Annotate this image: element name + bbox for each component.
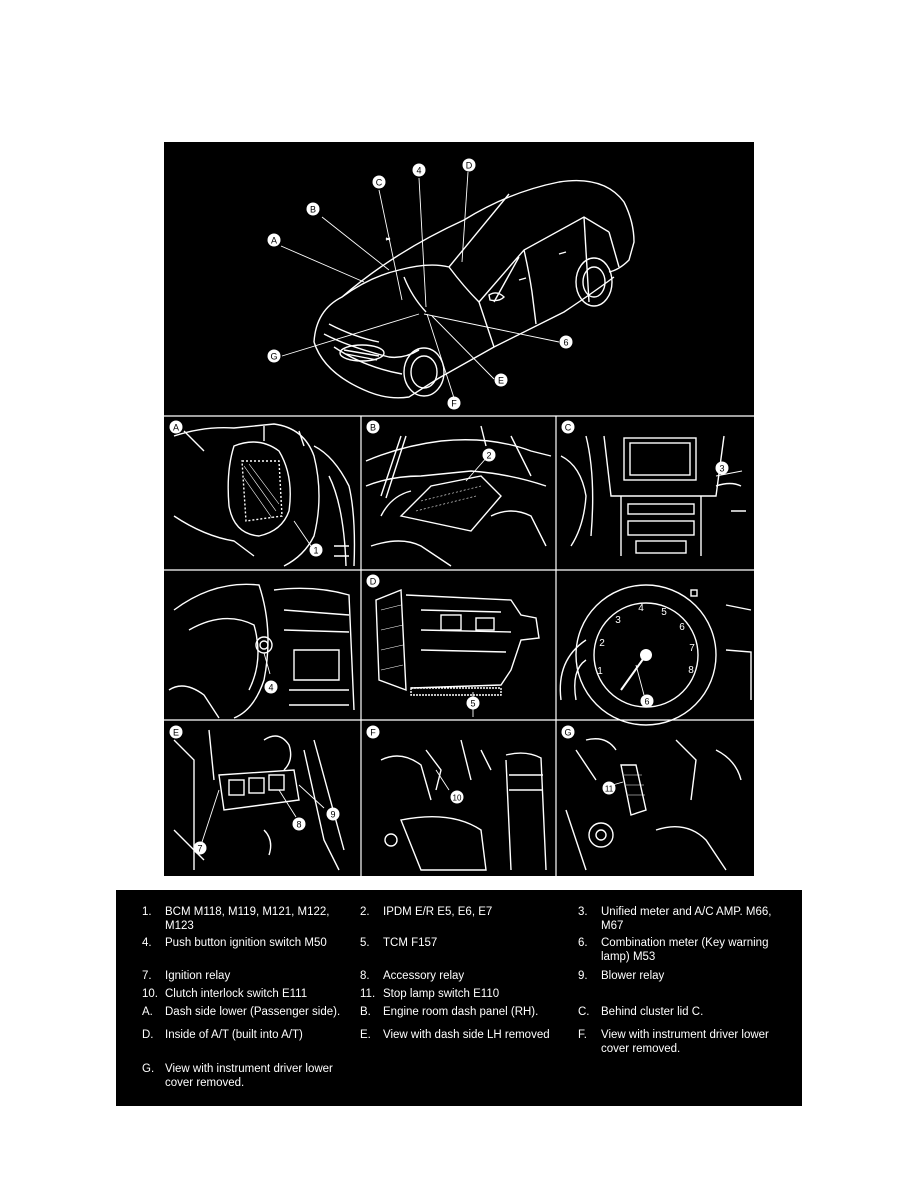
svg-text:4: 4 (638, 603, 644, 614)
svg-text:4: 4 (268, 683, 273, 693)
panel-d-inside-at (375, 588, 540, 717)
panel-g-instrument-lower (565, 738, 742, 871)
svg-text:6: 6 (644, 697, 649, 707)
callout-10: 10 (450, 790, 464, 804)
svg-text:9: 9 (330, 810, 335, 820)
panel-push-button-ignition (168, 583, 355, 719)
panel-label-F: F (366, 725, 380, 739)
legend-table: 1.BCM M118, M119, M121, M122, M123 2.IPD… (116, 890, 802, 1106)
callout-4: 4 (412, 163, 426, 177)
panel-label-D: D (366, 574, 380, 588)
svg-text:F: F (370, 728, 376, 738)
callout-7: 7 (193, 841, 207, 855)
svg-text:G: G (270, 352, 277, 362)
svg-text:4: 4 (416, 166, 421, 176)
callout-D: D (462, 158, 476, 172)
callout-C: C (372, 175, 386, 189)
callout-11: 11 (602, 781, 616, 795)
svg-text:B: B (310, 205, 316, 215)
car-overview-illustration (313, 179, 635, 399)
svg-text:5: 5 (470, 699, 475, 709)
callout-G: G (267, 349, 281, 363)
svg-text:D: D (466, 161, 473, 171)
panel-combination-meter: 1 2 3 4 5 6 7 8 (559, 584, 752, 726)
svg-text:C: C (565, 423, 572, 433)
callout-4-panel: 4 (264, 680, 278, 694)
svg-text:1: 1 (313, 546, 318, 556)
panel-label-C: C (561, 420, 575, 434)
panel-b-engine-room-dash (365, 425, 552, 567)
svg-text:8: 8 (296, 820, 301, 830)
svg-text:A: A (271, 236, 277, 246)
panel-f-instrument-lower (380, 739, 547, 871)
svg-text:E: E (498, 376, 504, 386)
panel-callouts: A 1 B 2 C 3 4 D 5 6 E 7 8 9 F 10 G 11 (169, 420, 729, 855)
panel-grid-lines (164, 415, 754, 876)
svg-text:11: 11 (605, 785, 614, 794)
svg-text:7: 7 (689, 643, 695, 654)
panel-label-B: B (366, 420, 380, 434)
callout-2: 2 (482, 448, 496, 462)
callout-1: 1 (309, 543, 323, 557)
svg-text:6: 6 (679, 622, 685, 633)
svg-text:C: C (376, 178, 383, 188)
svg-text:2: 2 (486, 451, 491, 461)
callout-8: 8 (292, 817, 306, 831)
svg-text:E: E (173, 728, 179, 738)
svg-text:G: G (564, 728, 571, 738)
svg-text:D: D (370, 577, 377, 587)
callout-6: 6 (559, 335, 573, 349)
callout-E: E (494, 373, 508, 387)
svg-text:8: 8 (688, 665, 694, 676)
panel-a-dash-side-lower (173, 423, 356, 567)
callout-3: 3 (715, 461, 729, 475)
panel-e-dash-side-lh (173, 729, 345, 871)
callout-F: F (447, 396, 461, 410)
callout-6-panel: 6 (640, 694, 654, 708)
svg-text:2: 2 (599, 638, 605, 649)
svg-text:7: 7 (197, 844, 202, 854)
svg-text:1: 1 (597, 666, 603, 677)
callout-B: B (306, 202, 320, 216)
overview-leader-lines (280, 171, 560, 399)
svg-text:10: 10 (453, 794, 462, 803)
callout-5: 5 (466, 696, 480, 710)
svg-text:5: 5 (661, 607, 667, 618)
overview-callouts: C 4 D B A 6 G E F (267, 158, 573, 410)
svg-text:6: 6 (563, 338, 568, 348)
svg-text:3: 3 (719, 464, 724, 474)
component-location-figure: C 4 D B A 6 G E F (164, 142, 754, 876)
panel-label-E: E (169, 725, 183, 739)
panel-c-behind-cluster-lid (560, 435, 746, 556)
panel-label-G: G (561, 725, 575, 739)
svg-text:3: 3 (615, 615, 621, 626)
panel-label-A: A (169, 420, 183, 434)
callout-A: A (267, 233, 281, 247)
svg-text:F: F (451, 399, 457, 409)
svg-text:B: B (370, 423, 376, 433)
callout-9: 9 (326, 807, 340, 821)
svg-text:A: A (173, 423, 179, 433)
